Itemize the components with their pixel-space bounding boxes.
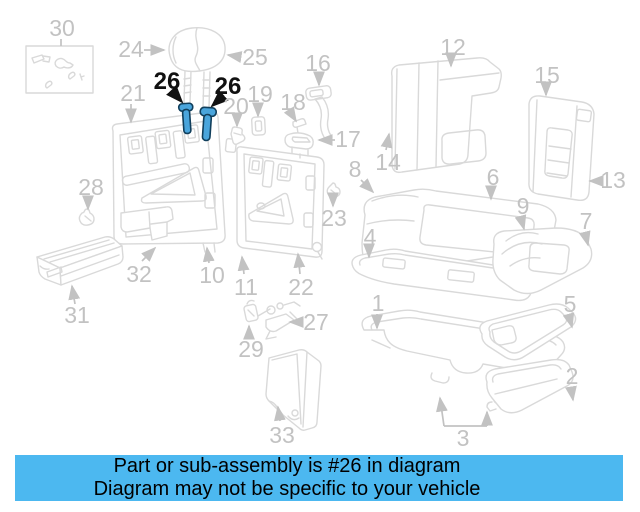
leader-arrow-26 bbox=[210, 90, 229, 108]
part-26-guide-pins bbox=[177, 102, 218, 142]
part-15-seatback-cushion bbox=[528, 95, 595, 202]
leader-arrow-14 bbox=[380, 132, 393, 151]
part-label-31[interactable]: 31 bbox=[64, 302, 90, 328]
part-23-clip bbox=[326, 182, 341, 198]
part-label-29[interactable]: 29 bbox=[238, 336, 264, 362]
part-label-7[interactable]: 7 bbox=[580, 208, 593, 234]
part-16-strap bbox=[305, 85, 333, 141]
leader-arrow-3 bbox=[436, 396, 448, 427]
leader-arrow-7 bbox=[578, 230, 591, 247]
part-12-seatback-cushion bbox=[390, 57, 502, 174]
part-5-tray bbox=[479, 303, 577, 361]
part-29-clip bbox=[243, 299, 259, 323]
part-label-5[interactable]: 5 bbox=[564, 291, 577, 317]
part-label-13[interactable]: 13 bbox=[600, 167, 626, 193]
part-label-30[interactable]: 30 bbox=[49, 15, 75, 41]
part-label-20[interactable]: 20 bbox=[223, 93, 249, 119]
leader-arrow-26 bbox=[166, 85, 184, 104]
part-18-17-latch-cover bbox=[284, 118, 314, 159]
leader-arrow-22 bbox=[293, 252, 306, 275]
leader-arrow-5 bbox=[562, 312, 575, 329]
part-22-seatback-frame-right bbox=[224, 138, 325, 260]
part-label-16[interactable]: 16 bbox=[305, 50, 331, 76]
leader-arrow-33 bbox=[274, 405, 286, 422]
part-label-25[interactable]: 25 bbox=[242, 44, 268, 70]
part-label-1[interactable]: 1 bbox=[372, 290, 385, 316]
leader-arrow-9 bbox=[514, 214, 527, 231]
part-label-4[interactable]: 4 bbox=[364, 224, 377, 250]
part-27-latch bbox=[257, 301, 301, 340]
leader-arrow-25 bbox=[226, 51, 243, 63]
leader-arrow-32 bbox=[141, 246, 157, 262]
part-label-6[interactable]: 6 bbox=[487, 164, 500, 190]
leader-arrow-31 bbox=[68, 284, 81, 305]
part-label-3[interactable]: 3 bbox=[457, 425, 470, 451]
part-31-armrest-cushion bbox=[36, 236, 124, 286]
part-label-18[interactable]: 18 bbox=[280, 89, 306, 115]
part-label-27[interactable]: 27 bbox=[303, 309, 329, 335]
part-label-24[interactable]: 24 bbox=[118, 36, 144, 62]
part-label-21[interactable]: 21 bbox=[120, 80, 146, 106]
part-28-clip bbox=[78, 208, 95, 226]
part-label-32[interactable]: 32 bbox=[126, 261, 152, 287]
part-label-26[interactable]: 26 bbox=[215, 73, 242, 100]
part-33-trim-panel bbox=[265, 349, 322, 431]
part-label-22[interactable]: 22 bbox=[288, 274, 314, 300]
part-label-17[interactable]: 17 bbox=[335, 126, 361, 152]
banner-line1: Part or sub-assembly is #26 in diagram bbox=[113, 455, 461, 477]
part-label-33[interactable]: 33 bbox=[269, 422, 295, 448]
part-label-15[interactable]: 15 bbox=[534, 62, 560, 88]
part-label-2[interactable]: 2 bbox=[566, 363, 579, 389]
leader-arrow-8 bbox=[359, 178, 375, 194]
part-7-9-seat-cushion bbox=[492, 227, 593, 295]
part-30-hardware-box bbox=[25, 45, 94, 94]
part-label-14[interactable]: 14 bbox=[375, 149, 401, 175]
part-label-11[interactable]: 11 bbox=[234, 274, 258, 300]
part-label-28[interactable]: 28 bbox=[78, 174, 104, 200]
part-20-clip bbox=[230, 126, 246, 145]
status-banner: Part or sub-assembly is #26 in diagram D… bbox=[15, 455, 623, 501]
leader-arrow-2 bbox=[565, 385, 577, 402]
part-label-9[interactable]: 9 bbox=[517, 193, 530, 219]
part-label-12[interactable]: 12 bbox=[440, 34, 466, 60]
leader-arrow-10 bbox=[202, 246, 215, 264]
part-19-guide bbox=[250, 116, 267, 136]
part-24-25-headrest bbox=[168, 27, 226, 109]
part-label-10[interactable]: 10 bbox=[199, 262, 225, 288]
part-label-8[interactable]: 8 bbox=[349, 156, 362, 182]
leader-arrow-18 bbox=[283, 106, 297, 123]
banner-line2: Diagram may not be specific to your vehi… bbox=[93, 478, 481, 500]
part-label-23[interactable]: 23 bbox=[321, 205, 347, 231]
part-label-26[interactable]: 26 bbox=[154, 68, 181, 95]
leader-arrow-11 bbox=[237, 255, 250, 275]
part-2-cover bbox=[485, 358, 574, 414]
part-label-19[interactable]: 19 bbox=[247, 81, 273, 107]
leader-arrows bbox=[60, 39, 604, 427]
part-21-seatback-frame-left bbox=[111, 110, 226, 253]
